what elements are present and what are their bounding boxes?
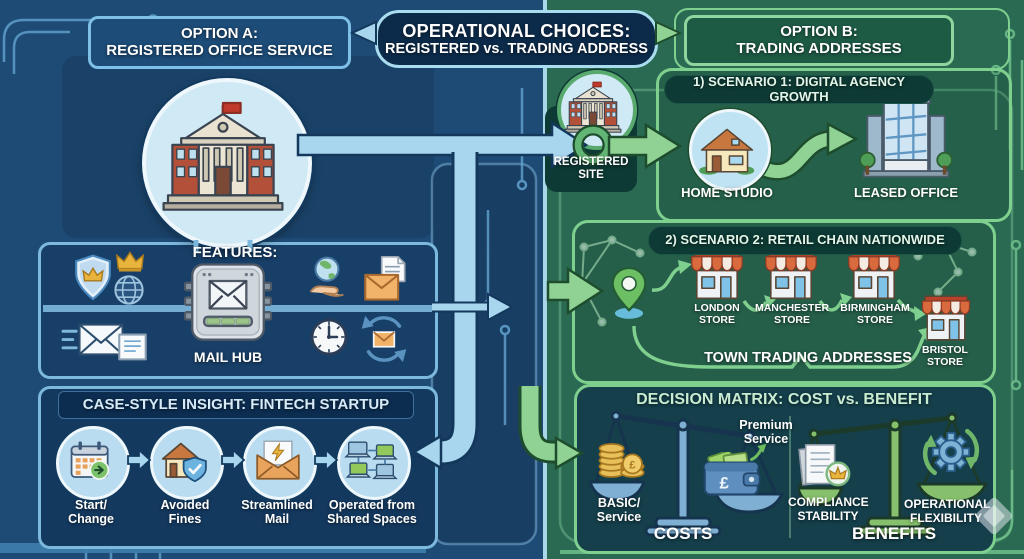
- premium-service-label: Premium Service: [739, 418, 793, 447]
- scenario1-title-pill: 1) SCENARIO 1: DIGITAL AGENCY GROWTH: [664, 73, 934, 104]
- mail-doc-icon: [362, 252, 408, 306]
- arrow-features-to-right: [487, 292, 515, 322]
- calendar-icon: [66, 438, 116, 484]
- store-label: BIRMINGHAM STORE: [840, 302, 910, 326]
- office-icon: [860, 94, 952, 182]
- clock-icon: [308, 314, 350, 360]
- home-studio-label: HOME STUDIO: [681, 185, 773, 200]
- house-icon: [698, 124, 756, 176]
- case-step-label: Streamlined Mail: [241, 498, 313, 527]
- case-step-arrow: [127, 448, 152, 472]
- case-step-label: Start/ Change: [68, 498, 114, 527]
- house-shield-icon: [159, 438, 211, 484]
- arrow-into-matrix: [554, 435, 585, 471]
- arrow-to-option-a: [350, 20, 377, 46]
- store-label: MANCHESTER STORE: [754, 302, 830, 326]
- shield-crown-icon: [72, 251, 114, 305]
- cost-scale: [588, 410, 784, 537]
- panel-divider: [543, 0, 547, 559]
- option-a-box: OPTION A: REGISTERED OFFICE SERVICE: [88, 16, 351, 69]
- pin-icon: [604, 258, 654, 328]
- central-title-line2: REGISTERED vs. TRADING ADDRESS: [385, 40, 648, 57]
- arrow-building-to-registered-site: [296, 120, 589, 170]
- hand-globe-icon: [304, 254, 350, 304]
- store-icon: [762, 249, 820, 301]
- store-connector-lines: [632, 266, 926, 369]
- coins-icon: £: [596, 432, 648, 482]
- features-title: FEATURES:: [192, 244, 278, 261]
- option-b-box: OPTION B: TRADING ADDRESSES: [684, 15, 954, 66]
- svg-text:£: £: [719, 473, 729, 492]
- scenario2-title-pill: 2) SCENARIO 2: RETAIL CHAIN NATIONWIDE: [648, 226, 962, 255]
- wallet-icon: £: [702, 452, 764, 498]
- benefits-axis-label: BENEFITS: [851, 524, 937, 543]
- option-a-line2: REGISTERED OFFICE SERVICE: [106, 41, 333, 59]
- shared-computers-icon: [344, 438, 398, 484]
- arrow-into-scenario2: [546, 266, 605, 316]
- flexibility-label: OPERATIONAL FLEXIBILITY: [904, 497, 991, 525]
- case-step-arrow: [221, 448, 246, 472]
- benefit-scale: [798, 412, 988, 537]
- svg-text:£: £: [629, 459, 636, 471]
- option-a-line1: OPTION A:: [181, 24, 258, 42]
- docs-crown-icon: [796, 440, 854, 490]
- compliance-label: COMPLIANCE STABILITY: [788, 495, 869, 523]
- basic-service-label: BASIC/ Service: [596, 496, 642, 525]
- gear-cycle-icon: [922, 420, 980, 484]
- case-study-title: CASE-STYLE INSIGHT: FINTECH STARTUP: [82, 395, 390, 413]
- matrix-title: DECISION MATRIX: COST vs. BENEFIT: [636, 391, 932, 408]
- town-trading-caption: TOWN TRADING ADDRESSES: [704, 350, 912, 366]
- case-step-circle: [337, 426, 411, 500]
- registered-site-label: REGISTERED SITE: [553, 156, 629, 181]
- matrix-divider: [789, 416, 791, 538]
- case-step-label: Operated from Shared Spaces: [327, 498, 417, 527]
- growth-arrow-icon: [748, 442, 770, 462]
- globe-icon: [110, 274, 148, 306]
- mail-sync-icon: [360, 312, 408, 366]
- arrow-to-home-studio: [607, 122, 683, 170]
- mail-hub-icon: [184, 258, 272, 348]
- case-step-label: Avoided Fines: [160, 498, 210, 527]
- case-step-arrow: [314, 448, 339, 472]
- crown-icon: [114, 251, 146, 273]
- costs-axis-label: COSTS: [653, 524, 713, 543]
- case-study-titlebar: CASE-STYLE INSIGHT: FINTECH STARTUP: [58, 391, 414, 419]
- scenario1-title: 1) SCENARIO 1: DIGITAL AGENCY GROWTH: [692, 73, 906, 104]
- store-icon: [688, 249, 746, 301]
- store-icon: [919, 293, 973, 343]
- classical-building-icon: [157, 98, 289, 218]
- arrow-home-to-office: [826, 121, 859, 157]
- flash-mail-icon: [253, 436, 303, 484]
- leased-office-label: LEASED OFFICE: [853, 185, 958, 200]
- option-b-line2: TRADING ADDRESSES: [736, 39, 902, 57]
- option-b-line1: OPTION B:: [780, 22, 858, 40]
- central-title-box: OPERATIONAL CHOICES: REGISTERED vs. TRAD…: [375, 10, 658, 68]
- arrow-to-option-b: [655, 20, 682, 46]
- store-label: LONDON STORE: [694, 302, 740, 326]
- arrow-into-case-study: [411, 433, 443, 471]
- central-title-line1: OPERATIONAL CHOICES:: [402, 20, 631, 41]
- store-icon: [845, 249, 903, 301]
- store-label: BRISTOL STORE: [922, 344, 968, 368]
- express-mail-icon: [60, 318, 152, 366]
- scenario2-title: 2) SCENARIO 2: RETAIL CHAIN NATIONWIDE: [665, 232, 945, 248]
- mail-hub-label: MAIL HUB: [193, 349, 263, 365]
